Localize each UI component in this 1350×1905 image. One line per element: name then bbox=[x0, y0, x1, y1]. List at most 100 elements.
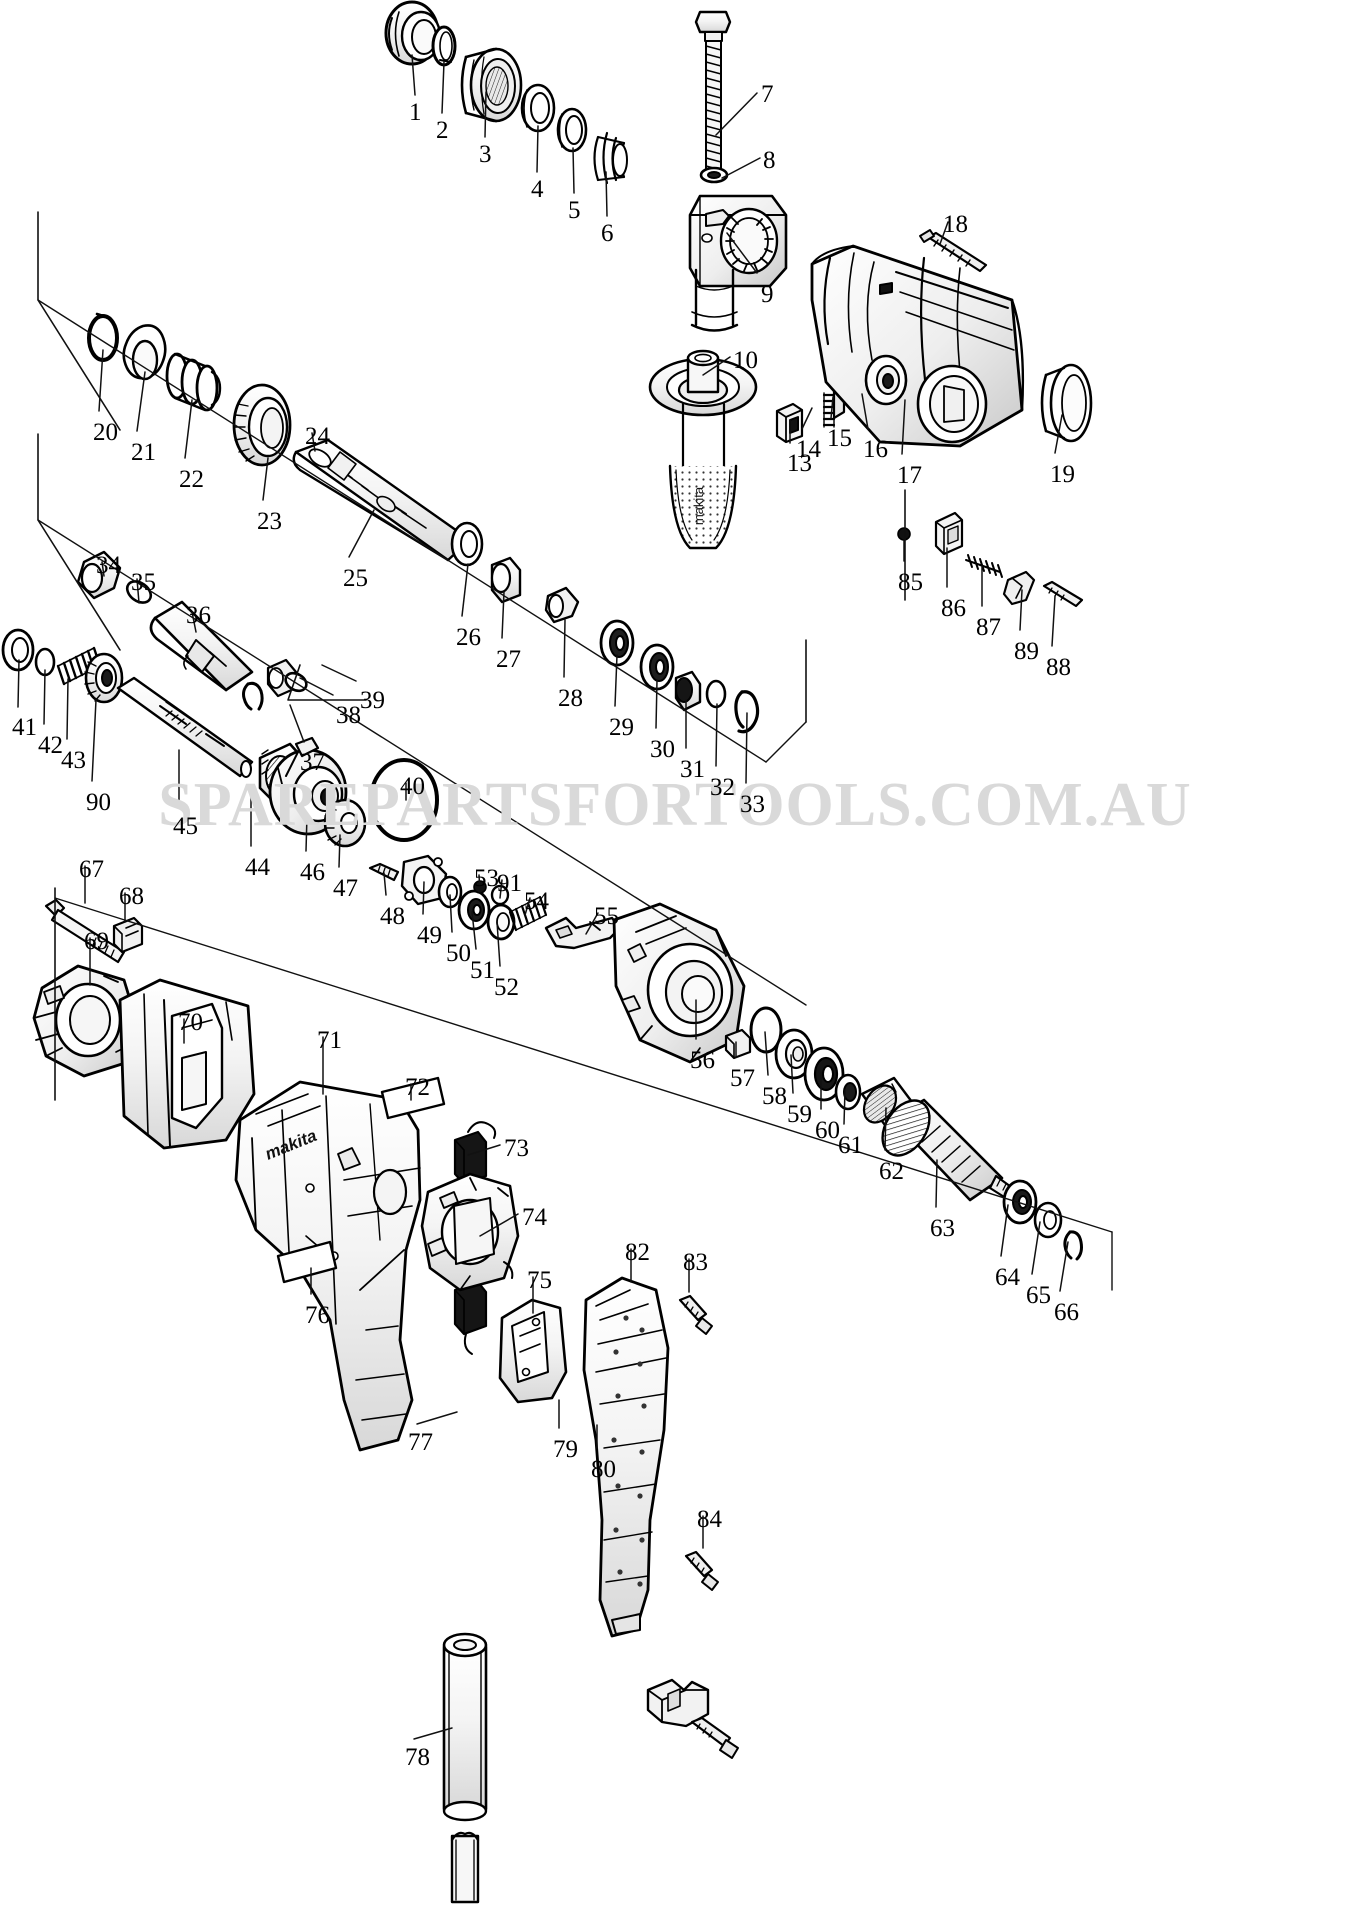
callout-number-27: 27 bbox=[496, 646, 521, 673]
callout-number-44: 44 bbox=[245, 854, 270, 881]
callout-number-69: 69 bbox=[84, 928, 109, 955]
leader-line-48 bbox=[383, 872, 387, 896]
part-77-depth-rod bbox=[442, 1632, 488, 1822]
part-34-piston bbox=[76, 550, 122, 600]
leader-line-47 bbox=[338, 834, 341, 868]
part-73-carbon-brush bbox=[453, 1121, 497, 1186]
leader-line-41 bbox=[17, 659, 20, 708]
leader-line-62 bbox=[884, 1107, 887, 1151]
leader-line-43 bbox=[66, 678, 69, 740]
callout-number-49: 49 bbox=[417, 922, 442, 949]
callout-number-1: 1 bbox=[409, 99, 422, 126]
callout-number-47: 47 bbox=[333, 875, 358, 902]
callout-number-33: 33 bbox=[740, 791, 765, 818]
callout-number-50: 50 bbox=[446, 940, 471, 967]
leader-line-30 bbox=[655, 679, 658, 729]
part-84-screw bbox=[684, 1550, 719, 1591]
part-78-rod bbox=[450, 1831, 480, 1904]
callout-number-41: 41 bbox=[12, 714, 37, 741]
part-28-pin bbox=[544, 586, 580, 624]
part-83-screw bbox=[678, 1294, 713, 1335]
part-19-cap bbox=[1040, 363, 1093, 443]
callout-number-88: 88 bbox=[1046, 654, 1071, 681]
part-69-end-cap bbox=[32, 964, 140, 1078]
part-74-switch-assembly bbox=[420, 1172, 520, 1292]
part-66-clip bbox=[1063, 1230, 1083, 1261]
leader-line-33 bbox=[745, 712, 748, 784]
part-29-bearing bbox=[599, 619, 635, 667]
leader-line-55 bbox=[585, 912, 599, 935]
callout-number-56: 56 bbox=[690, 1047, 715, 1074]
callout-number-58: 58 bbox=[762, 1083, 787, 1110]
callout-number-23: 23 bbox=[257, 508, 282, 535]
leader-line-2 bbox=[441, 61, 445, 114]
part-65-washer bbox=[1033, 1201, 1063, 1239]
callout-number-13: 13 bbox=[787, 450, 812, 477]
callout-number-87: 87 bbox=[976, 614, 1001, 641]
callout-number-42: 42 bbox=[38, 732, 63, 759]
callout-number-21: 21 bbox=[131, 439, 156, 466]
leader-line-20 bbox=[98, 349, 104, 412]
leader-line-3 bbox=[484, 91, 487, 138]
callout-number-61: 61 bbox=[838, 1132, 863, 1159]
callout-number-72: 72 bbox=[405, 1074, 430, 1101]
part-45-shaft bbox=[116, 676, 254, 778]
callout-number-84: 84 bbox=[697, 1506, 722, 1533]
leader-line-15 bbox=[830, 396, 834, 419]
callout-number-76: 76 bbox=[305, 1302, 330, 1329]
part-90-gear bbox=[84, 652, 124, 704]
part-89-clip bbox=[1002, 570, 1036, 606]
part-5-washer bbox=[556, 107, 588, 153]
part-20-ring bbox=[87, 312, 119, 362]
leader-line-78 bbox=[413, 1727, 453, 1740]
callout-number-17: 17 bbox=[897, 462, 922, 489]
leader-line-88 bbox=[1051, 595, 1056, 647]
part-41-washer bbox=[1, 628, 35, 672]
callout-number-70: 70 bbox=[178, 1009, 203, 1036]
leader-line-37 bbox=[289, 704, 305, 743]
part-8-washer bbox=[699, 166, 729, 184]
part-27-sleeve bbox=[490, 556, 522, 604]
callout-number-45: 45 bbox=[173, 813, 198, 840]
leader-line-25 bbox=[348, 509, 375, 558]
part-51-bearing bbox=[457, 889, 491, 931]
part-10-side-handle: makita bbox=[648, 349, 758, 550]
part-85-pin bbox=[897, 527, 911, 541]
leader-line-38 bbox=[299, 677, 334, 696]
callout-number-4: 4 bbox=[531, 176, 544, 203]
leader-line-14 bbox=[801, 407, 813, 430]
callout-number-15: 15 bbox=[827, 425, 852, 452]
callout-number-71: 71 bbox=[317, 1027, 342, 1054]
callout-number-3: 3 bbox=[479, 141, 492, 168]
part-86-lever bbox=[934, 511, 964, 556]
part-30-bearing bbox=[639, 643, 675, 691]
callout-number-6: 6 bbox=[601, 220, 614, 247]
leader-line-35 bbox=[136, 578, 140, 604]
part-87-spring bbox=[965, 554, 1003, 578]
callout-number-57: 57 bbox=[730, 1065, 755, 1092]
leader-line-91 bbox=[499, 879, 503, 899]
callout-number-53: 53 bbox=[474, 865, 499, 892]
callout-number-74: 74 bbox=[522, 1204, 547, 1231]
callout-number-16: 16 bbox=[863, 436, 888, 463]
callout-number-85: 85 bbox=[898, 569, 923, 596]
leader-line-17 bbox=[901, 399, 906, 455]
leader-line-23 bbox=[262, 457, 269, 501]
part-26-ring bbox=[450, 521, 484, 567]
part-2-ring bbox=[431, 25, 457, 67]
leader-line-10 bbox=[702, 356, 731, 376]
leader-line-66 bbox=[1059, 1241, 1069, 1292]
leader-line-7 bbox=[715, 92, 758, 136]
callout-number-63: 63 bbox=[930, 1215, 955, 1242]
callout-number-34: 34 bbox=[96, 552, 121, 579]
part-63-armature bbox=[881, 1098, 1020, 1204]
part-40-oring bbox=[369, 758, 439, 842]
part-80-screw bbox=[690, 1716, 739, 1759]
callout-number-54: 54 bbox=[524, 888, 549, 915]
leader-line-53 bbox=[478, 874, 481, 893]
leader-line-32 bbox=[715, 703, 718, 767]
leader-line-51 bbox=[471, 911, 477, 950]
part-31-collar bbox=[674, 670, 702, 712]
callout-number-25: 25 bbox=[343, 565, 368, 592]
leader-line-27 bbox=[501, 591, 505, 639]
